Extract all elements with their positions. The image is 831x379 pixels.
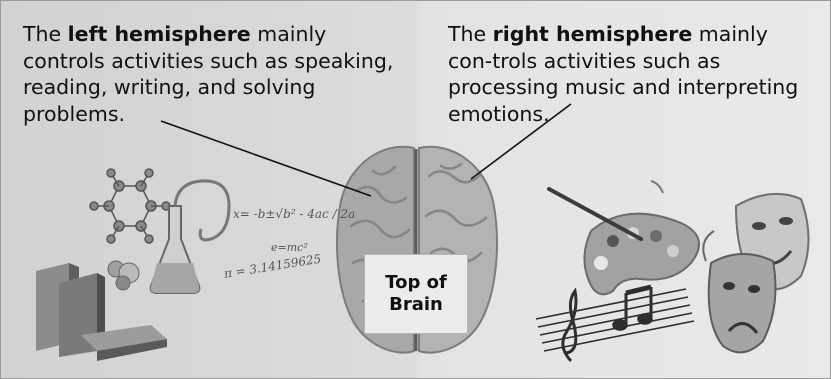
- flask-icon: [151, 181, 229, 293]
- quadratic-formula: x= -b±√b² - 4ac / 2a: [233, 207, 355, 221]
- right-hemisphere-term: right hemisphere: [493, 22, 693, 46]
- energy-formula: e=mc²: [271, 241, 308, 254]
- theater-masks-icon: [703, 194, 808, 353]
- molecule-icon: [90, 169, 170, 243]
- atom-cluster-icon: [108, 261, 139, 290]
- music-staff-icon: [536, 287, 694, 361]
- left-hemisphere-term: left hemisphere: [68, 22, 251, 46]
- top-of-brain-label: Top of Brain: [364, 254, 468, 334]
- left-pointer-line: [161, 121, 371, 196]
- left-caption-lead: The: [23, 22, 68, 46]
- palette-icon: [549, 181, 699, 294]
- right-hemisphere-caption: The right hemisphere mainly con-trols ac…: [448, 21, 813, 127]
- right-caption-lead: The: [448, 22, 493, 46]
- books-icon: [36, 263, 167, 361]
- left-hemisphere-caption: The left hemisphere mainly controls acti…: [23, 21, 413, 127]
